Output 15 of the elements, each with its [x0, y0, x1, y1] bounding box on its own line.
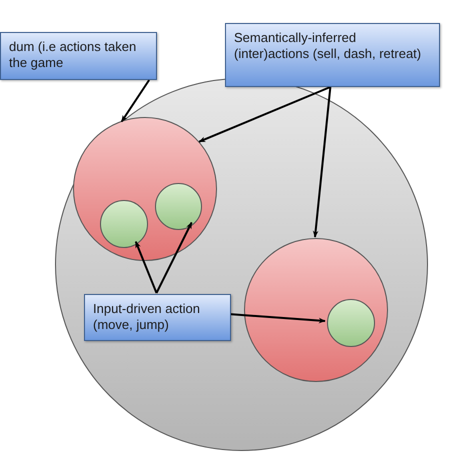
set-circle: [327, 299, 375, 347]
arrow: [198, 86, 331, 143]
callout-box: [225, 23, 440, 87]
arrow: [156, 222, 192, 294]
callout-box: [0, 32, 157, 80]
callout-box: [84, 294, 231, 341]
arrow: [120, 79, 150, 122]
arrow: [134, 241, 158, 294]
callout-text: Input-driven action (move, jump): [93, 301, 200, 332]
set-circle: [100, 200, 148, 248]
set-circle: [155, 183, 202, 230]
arrow: [230, 313, 326, 324]
arrow: [312, 86, 332, 238]
callout-text: Semantically-inferred (inter)actions (sell, dash, retreat): [234, 30, 422, 61]
callout-text: dum (i.e actions taken the game: [9, 39, 136, 70]
